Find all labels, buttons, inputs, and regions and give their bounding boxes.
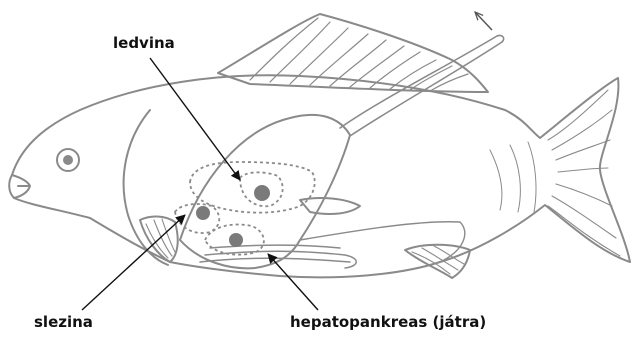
label-hepatopankreas: hepatopankreas (játra): [290, 315, 486, 330]
forceps: [340, 35, 504, 136]
label-ledvina: ledvina: [113, 36, 175, 51]
kidney-outline: [190, 162, 315, 213]
fish-pupil: [63, 155, 73, 165]
tail-rays: [548, 90, 620, 256]
label-slezina: slezina: [34, 315, 93, 330]
pull-direction-arrow: [475, 12, 492, 30]
body-wall-inner: [300, 222, 465, 262]
hepatopancreas-dot: [229, 233, 243, 247]
kidney-dot: [254, 185, 270, 201]
fish-mouth: [12, 175, 30, 198]
spleen-dot: [196, 206, 210, 220]
pelvic-fin: [300, 198, 360, 214]
hepatopankreas-pointer: [268, 254, 318, 310]
